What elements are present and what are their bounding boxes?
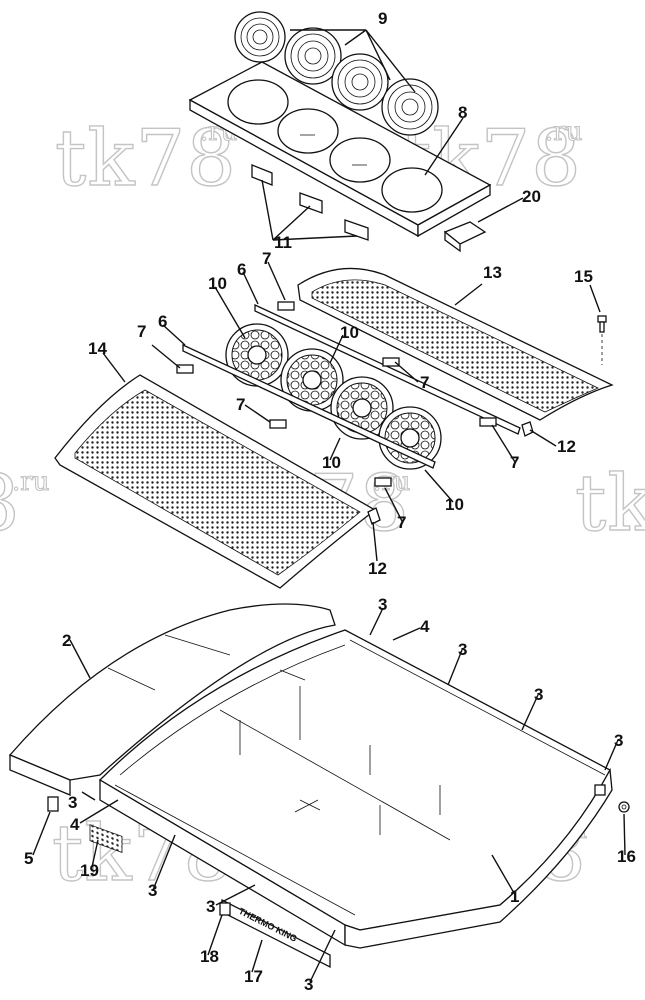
fan-guard: [234, 11, 286, 63]
fan-guard: [284, 27, 342, 85]
fan-shroud-panel: [188, 61, 492, 238]
logo-badge-18: [219, 902, 231, 916]
label-plate-19: [89, 824, 123, 853]
callout-3-front-1: 3: [148, 881, 157, 900]
callout-7-lower: 7: [397, 513, 406, 532]
callout-10-lower: 10: [322, 453, 341, 472]
callout-7-far-right: 7: [510, 453, 519, 472]
front-cover-2: [8, 603, 336, 812]
callout-9: 9: [378, 9, 387, 28]
callout-15: 15: [574, 267, 593, 286]
callout-labels: 9 8 20 11 13 15 10 6 7 6 7 10 7 14 7 7 1…: [24, 9, 636, 994]
callout-7-right: 7: [420, 373, 429, 392]
callout-3-left: 3: [68, 793, 77, 812]
svg-text:.ru: .ru: [545, 117, 582, 147]
small-bracket-20: [443, 221, 487, 253]
screw-15: [597, 315, 607, 365]
svg-text:tk78: tk78: [55, 114, 237, 204]
callout-7-center: 7: [236, 395, 245, 414]
fan: [225, 323, 289, 387]
callout-6-top: 6: [237, 260, 246, 279]
watermark-top-left: tk78 .ru: [54, 113, 238, 204]
svg-text:tk: tk: [575, 459, 645, 549]
callout-10-center: 10: [340, 323, 359, 342]
base-frame-1: [98, 629, 613, 949]
callout-19: 19: [80, 861, 99, 880]
callout-3-rear-1: 3: [458, 640, 467, 659]
callout-17: 17: [244, 967, 263, 986]
callout-13: 13: [483, 263, 502, 282]
fan-mount-rails: [182, 303, 521, 469]
watermark-middle-right-partial: tk: [574, 458, 645, 549]
callout-10-top: 10: [208, 274, 227, 293]
callout-16: 16: [617, 847, 636, 866]
fan-guard: [381, 78, 439, 136]
callout-5: 5: [24, 849, 33, 868]
callout-3-front-3: 3: [304, 975, 313, 994]
callout-20: 20: [522, 187, 541, 206]
svg-text:.ru: .ru: [12, 467, 49, 497]
callout-7-left: 7: [137, 322, 146, 341]
callout-18: 18: [200, 947, 219, 966]
callout-4-top: 4: [420, 617, 430, 636]
callout-12-right: 12: [557, 437, 576, 456]
callout-10-right: 10: [445, 495, 464, 514]
callout-7-top: 7: [262, 249, 271, 268]
callout-12-lower: 12: [368, 559, 387, 578]
callout-3-rear-2: 3: [534, 685, 543, 704]
callout-3-top: 3: [378, 595, 387, 614]
grommet-16: [618, 801, 630, 813]
fan-guard-grilles: [234, 11, 439, 136]
leader-lines: [32, 29, 626, 983]
fan: [280, 348, 344, 412]
condenser-grille-13: [297, 267, 614, 421]
watermark-middle-left-partial: 8 .ru: [0, 458, 50, 549]
callout-8: 8: [458, 103, 467, 122]
callout-3-rear-3: 3: [614, 731, 623, 750]
callout-2: 2: [62, 631, 71, 650]
callout-3-front-2: 3: [206, 897, 215, 916]
callout-14: 14: [88, 339, 107, 358]
svg-text:8: 8: [0, 459, 21, 549]
callout-1: 1: [510, 887, 519, 906]
callout-4-left: 4: [70, 815, 80, 834]
rail-clips: [176, 301, 497, 487]
fan-guard: [331, 53, 389, 111]
fan: [378, 406, 442, 470]
callout-11: 11: [274, 233, 292, 252]
callout-6-left: 6: [158, 312, 167, 331]
shroud-support-brackets: [251, 164, 369, 241]
